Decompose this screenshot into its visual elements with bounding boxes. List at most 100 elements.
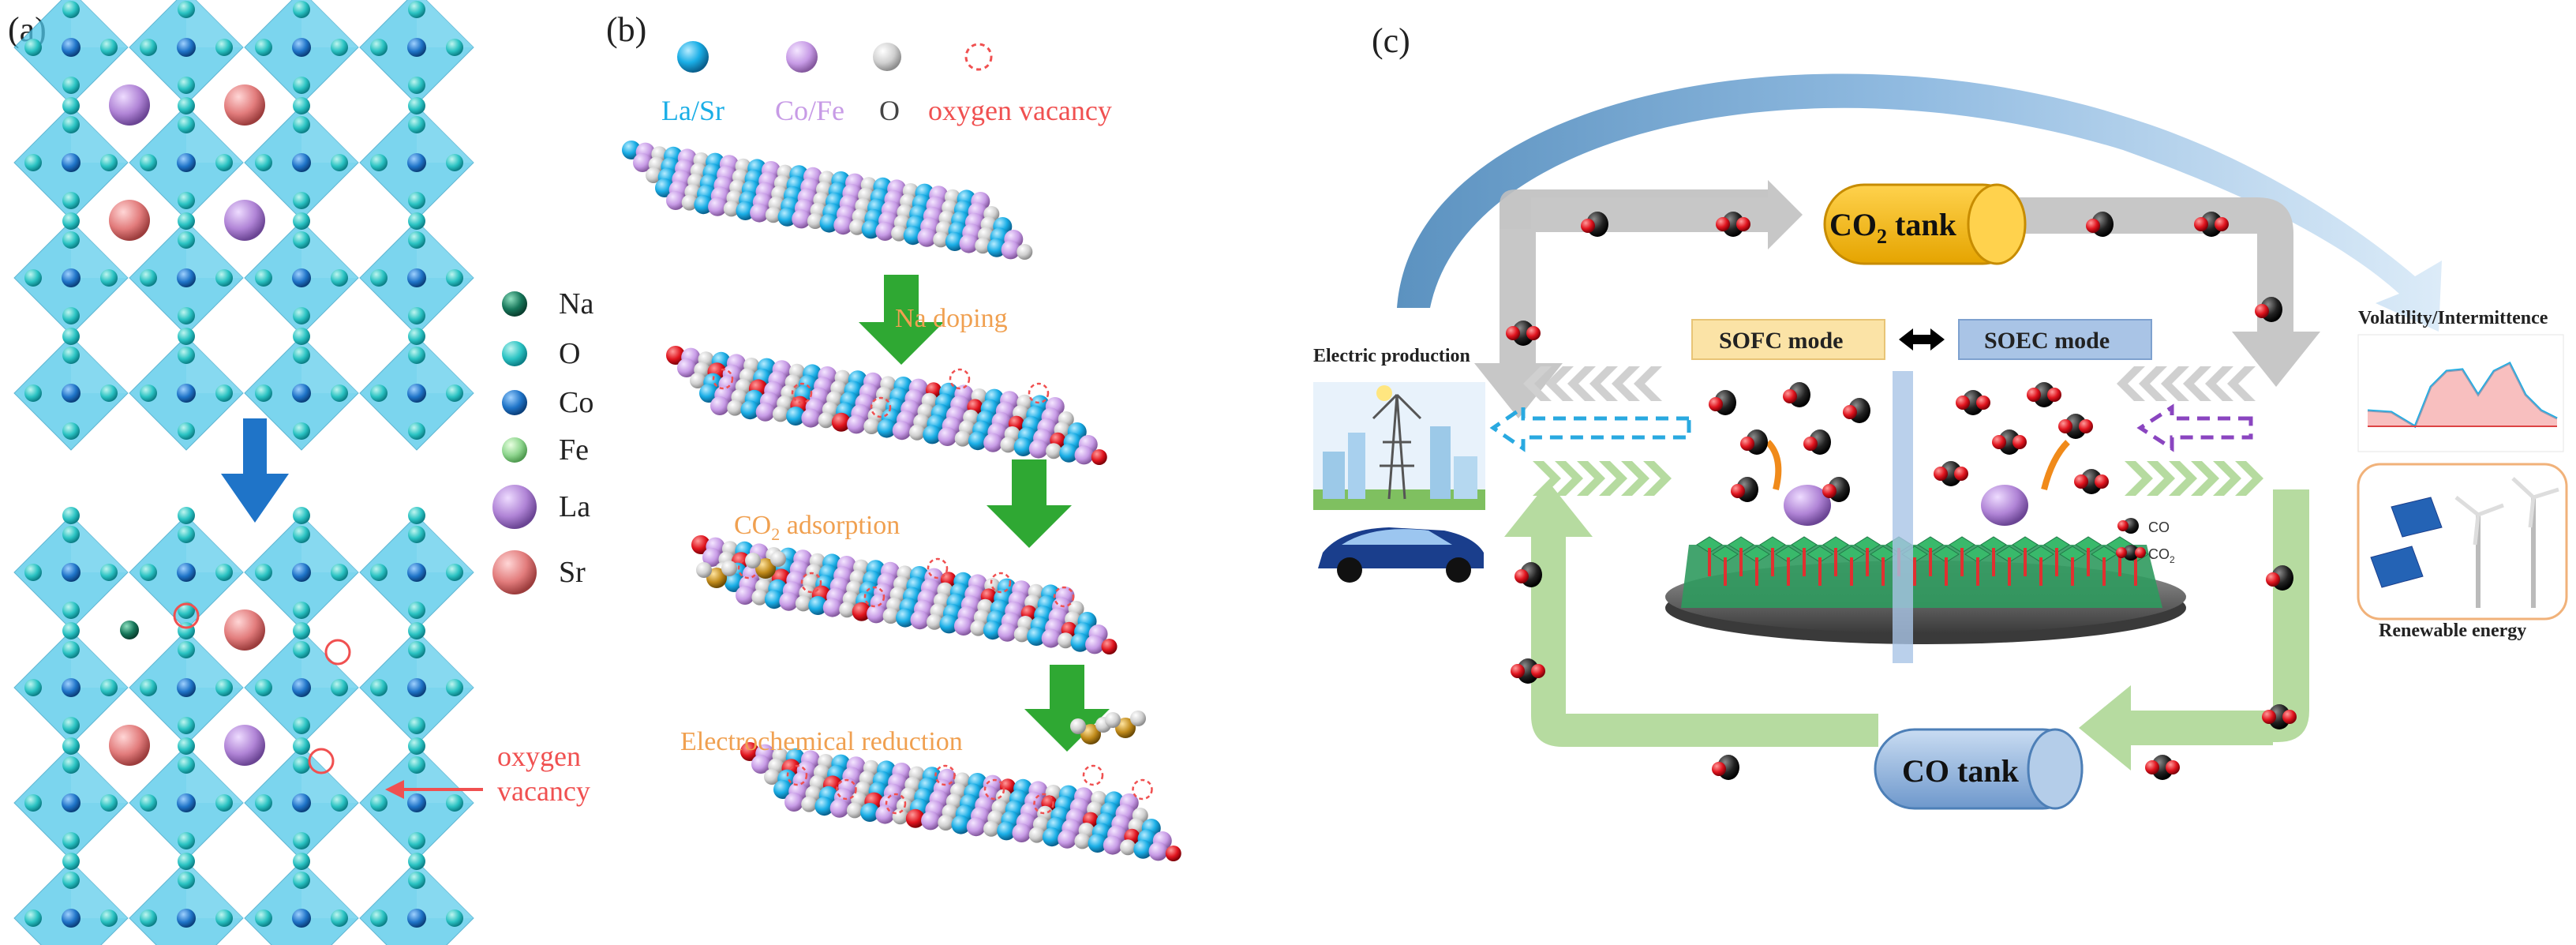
vacancy-ring: [712, 368, 734, 390]
octahedron-face: [186, 631, 243, 688]
cell-octahedron: [1791, 536, 1818, 553]
o-atom: [178, 77, 195, 94]
chevron: [2139, 366, 2167, 401]
slab-atom: [690, 373, 706, 388]
mode-switch-icon: [1899, 328, 1945, 351]
co-molecule-o: [1515, 569, 1529, 583]
o-atom: [293, 231, 310, 249]
o-atom: [408, 1, 425, 18]
o-atom: [255, 384, 272, 402]
legend-o2-marker: [873, 43, 901, 71]
legend-co-label: Co: [559, 386, 593, 419]
octahedron-face: [301, 631, 358, 688]
co2-molecule-c: [1962, 390, 1984, 415]
slab-atom: [909, 424, 925, 441]
legend-na-label: Na: [559, 287, 593, 321]
cell-octahedron: [2075, 536, 2102, 553]
o-atom: [100, 909, 118, 927]
vacancy-ring: [934, 764, 956, 786]
slab-atom: [1165, 846, 1181, 861]
loop-molecules: [1506, 212, 2297, 780]
cell-octahedron: [1917, 536, 1944, 553]
co-molecule-o: [2086, 219, 2100, 233]
slab-atom: [736, 586, 754, 605]
slab-atom: [786, 407, 806, 426]
slab-atom: [983, 820, 999, 837]
soec-mode-box: SOEC mode: [1958, 319, 2152, 360]
slab-atom: [846, 802, 863, 819]
chevron: [1612, 366, 1640, 401]
o-atom: [178, 192, 195, 209]
co2-molecule-c: [2151, 755, 2174, 780]
slab-atom: [954, 430, 971, 447]
slab-atom: [1074, 833, 1091, 849]
o-atom: [140, 564, 157, 581]
slab-atom: [1085, 635, 1105, 654]
o-atom: [255, 909, 272, 927]
slab-atom: [959, 234, 979, 253]
octahedron-face: [71, 336, 128, 393]
co2-tank-label: CO2 tank: [1829, 207, 1957, 248]
o-atom: [370, 384, 388, 402]
co-molecule-o: [1581, 219, 1595, 233]
renewable-energy-illustration: Renewable energy: [2357, 463, 2568, 641]
slab-atom: [777, 207, 797, 227]
slab-atom: [1088, 834, 1107, 853]
vacancy-callout-line2: vacancy: [497, 775, 590, 807]
o-atom: [293, 526, 310, 543]
chevrons-sofc-gray: [1523, 366, 1662, 401]
co-atom: [177, 678, 196, 697]
o-atom: [215, 679, 233, 696]
octahedron-face: [186, 336, 243, 393]
o-atom: [100, 564, 118, 581]
o-atom: [62, 1, 80, 18]
o-atom: [24, 564, 42, 581]
o-atom: [293, 422, 310, 440]
o-atom: [370, 679, 388, 696]
sofc-mode-label: SOFC mode: [1719, 328, 1844, 354]
element-legend: Na O Co Fe La Sr: [492, 287, 593, 594]
co-atom: [177, 268, 196, 287]
slab-atom: [938, 427, 957, 446]
o-atom: [62, 328, 80, 345]
slab-atom: [736, 201, 755, 220]
vacancy-ring: [836, 778, 857, 801]
o-atom: [24, 39, 42, 56]
gray-arrow-from-co2tank: [2012, 197, 2320, 387]
vacancy-ring: [324, 639, 351, 666]
co-atom: [62, 793, 80, 812]
o-atom: [178, 737, 195, 755]
o-atom: [1105, 712, 1121, 728]
gas-molecules: [1709, 382, 2109, 502]
co-atom: [407, 384, 426, 403]
slab-atom: [839, 602, 856, 618]
slab-atom: [818, 412, 834, 429]
o-atom: [408, 307, 425, 324]
o-atom: [293, 853, 310, 870]
slab-atom: [1042, 827, 1061, 847]
sofc-dashed-arrow: [1489, 403, 1691, 452]
o-atom: [215, 39, 233, 56]
octahedron-face: [71, 746, 128, 803]
co-molecule-o: [2255, 304, 2269, 318]
co-atom: [62, 384, 80, 403]
o-atom: [293, 192, 310, 209]
slab-atom: [765, 207, 781, 223]
o-atom: [62, 97, 80, 114]
o-atom: [215, 154, 233, 171]
chevron: [1589, 366, 1618, 401]
co2-molecule-c: [2268, 704, 2290, 729]
cell-octahedron: [1712, 546, 1739, 563]
panel-a: (a) Na O Co Fe La Sr oxygen vacancy: [8, 0, 593, 945]
slab-atom: [795, 595, 811, 612]
slab-atom: [691, 535, 710, 554]
chevron: [2183, 366, 2211, 401]
co-atom: [407, 563, 426, 582]
o-atom: [178, 507, 195, 524]
chevron: [2161, 366, 2189, 401]
co-atom: [62, 563, 80, 582]
co2-molecule-c: [2065, 414, 2087, 439]
legend-sr-marker: [492, 550, 537, 594]
o-atom: [178, 1, 195, 18]
o-atom: [331, 679, 348, 696]
